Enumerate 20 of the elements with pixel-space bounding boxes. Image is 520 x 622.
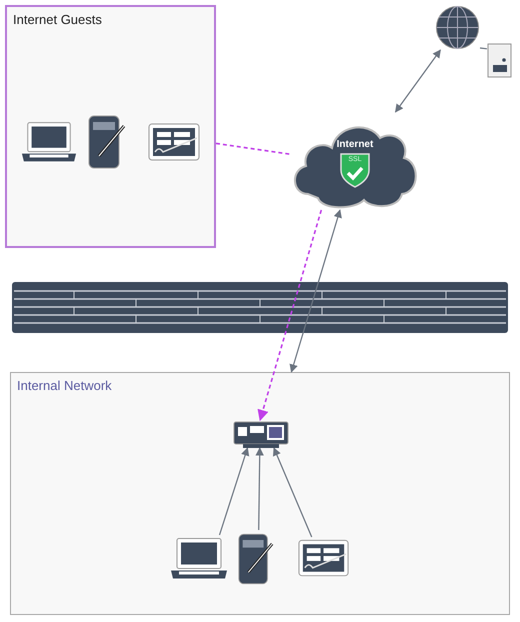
handheld-icon <box>87 114 127 170</box>
laptop-icon <box>169 536 229 581</box>
globe-icon <box>435 5 480 50</box>
guest-network-panel <box>5 5 216 248</box>
arrow <box>218 447 250 536</box>
pod-icon <box>233 421 289 449</box>
handheld-icon <box>237 531 275 587</box>
server-icon <box>487 43 512 78</box>
internal-network-panel <box>10 372 510 615</box>
group-title: Internal Network <box>17 378 112 393</box>
connector-line <box>480 47 488 50</box>
arrow <box>290 209 342 373</box>
cloud-title: Internet <box>336 139 374 150</box>
arrow <box>273 447 312 538</box>
arrow <box>395 49 441 113</box>
dashed-arrow <box>258 210 322 422</box>
dashed-connector <box>216 142 290 155</box>
laptop-icon <box>20 120 78 164</box>
arrow <box>256 447 264 530</box>
group-title: Internet Guests <box>13 12 102 27</box>
